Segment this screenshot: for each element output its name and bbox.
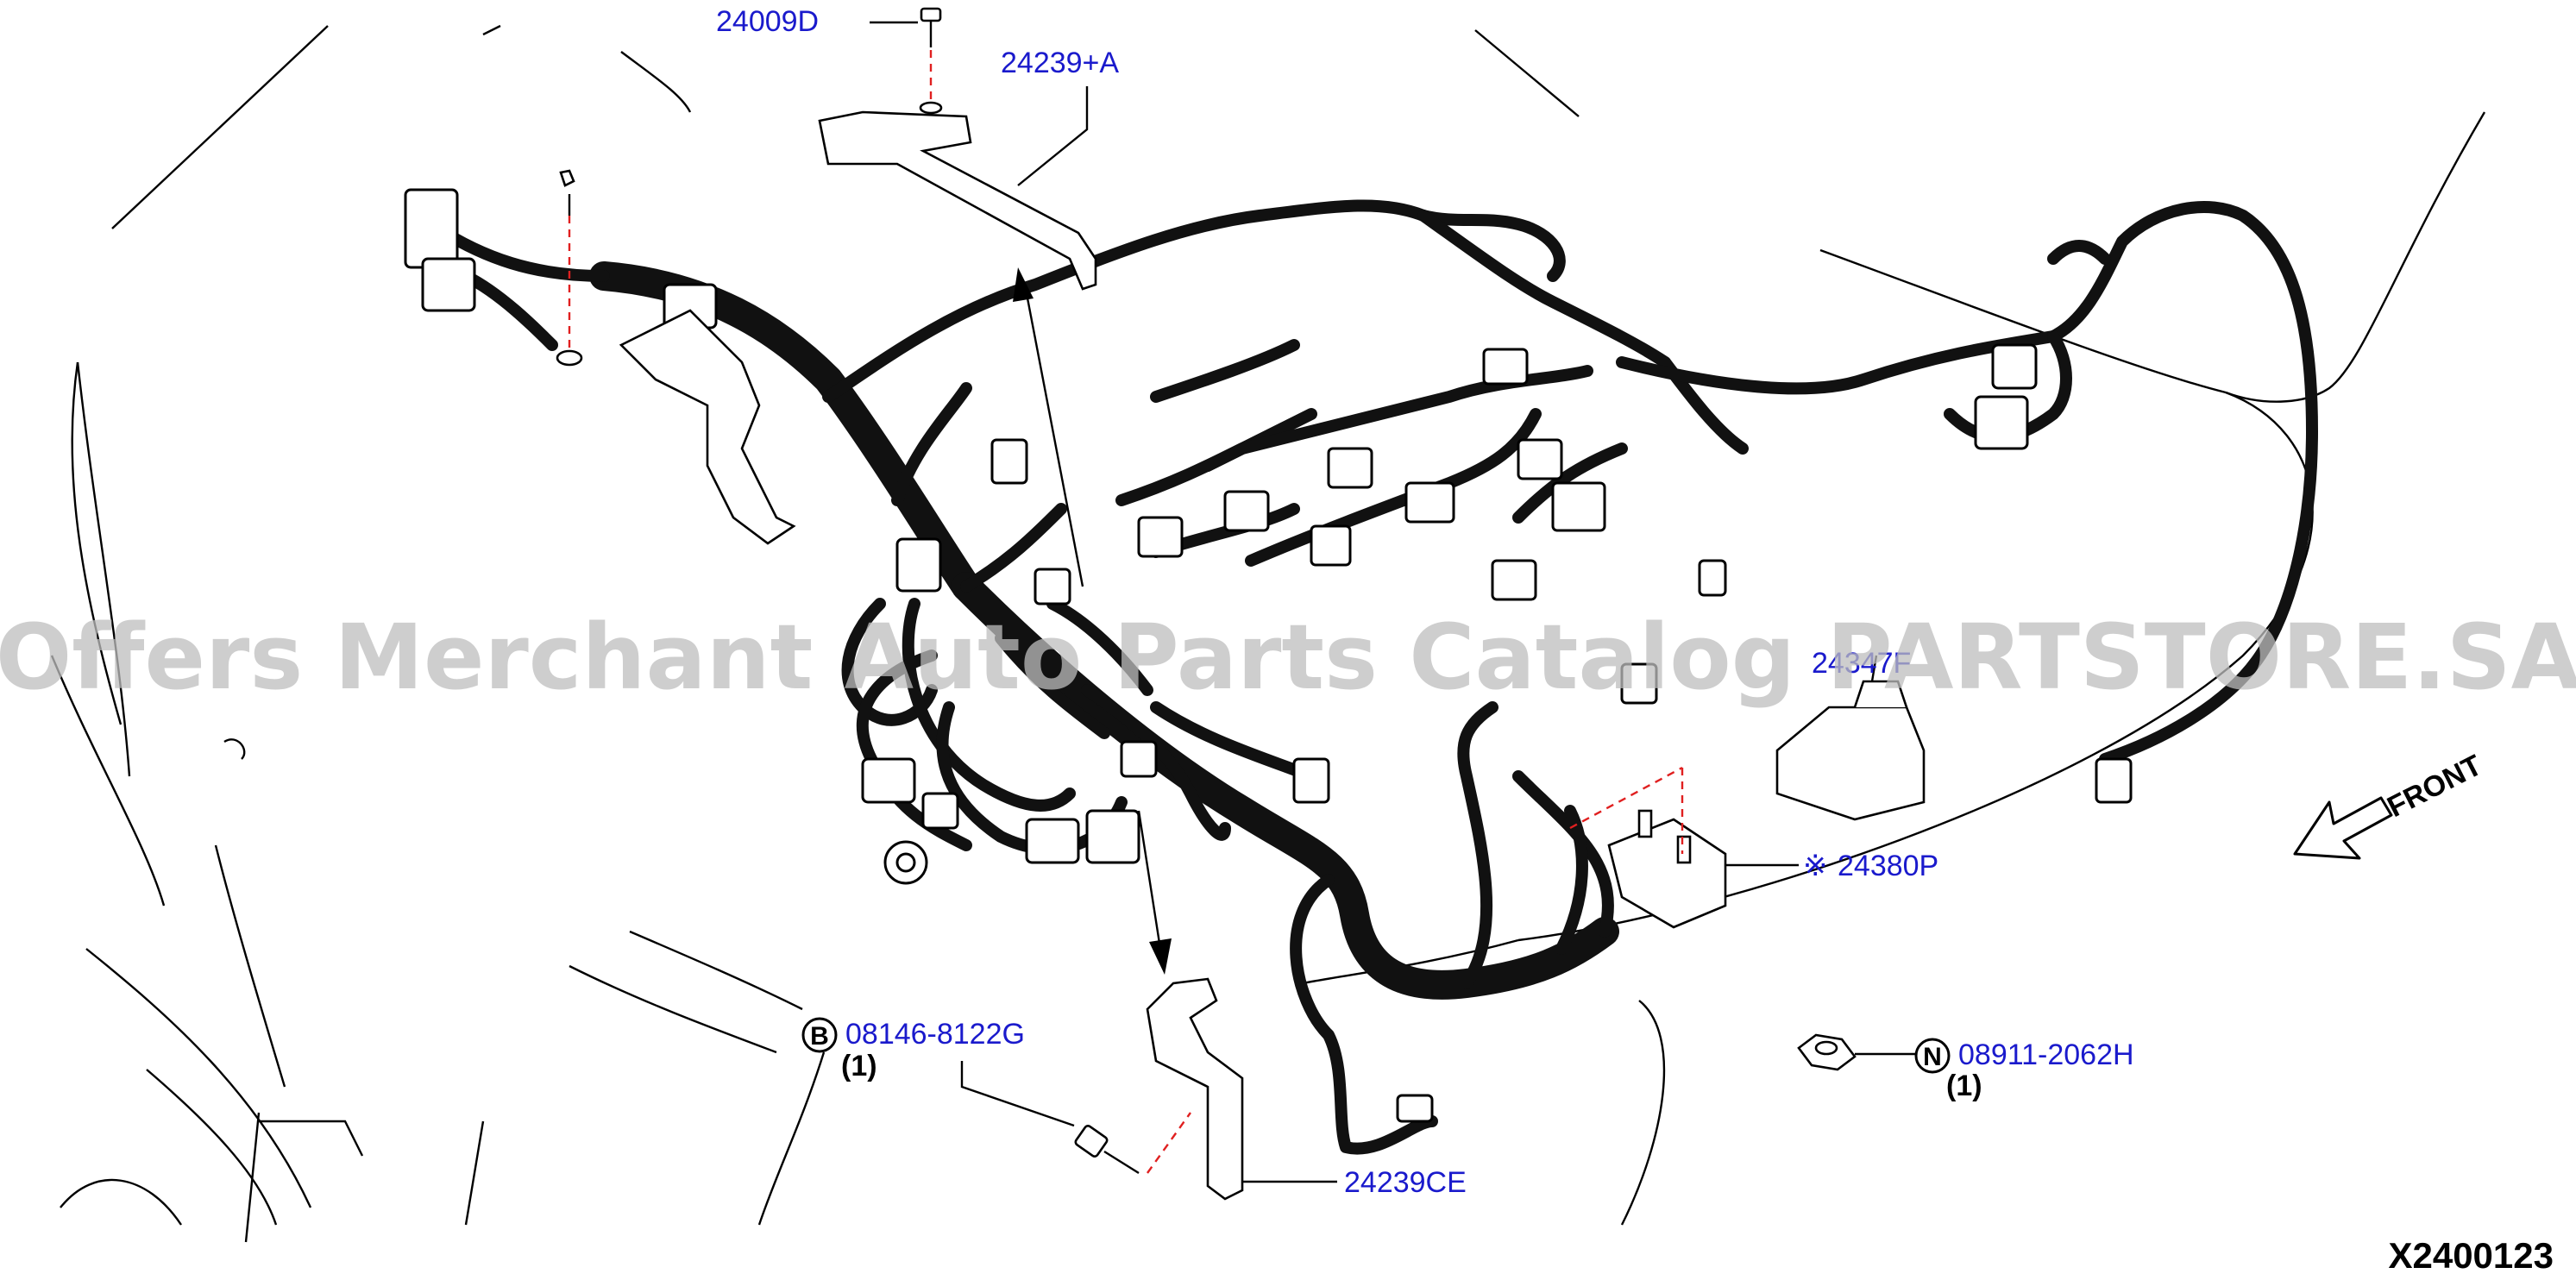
marker-n-circle	[1914, 1038, 1951, 1074]
front-arrow-icon	[2293, 796, 2393, 860]
part-labels: 24009D 24239+A 08146-8122G (1) 24239CE ※…	[716, 5, 2134, 1199]
bracket-24239a	[818, 86, 1097, 291]
diagram-code: X2400123	[2388, 1235, 2554, 1276]
marker-b: B	[801, 1017, 838, 1053]
holder-prefix-mark: ※	[1803, 850, 1828, 882]
qty-08146: (1)	[841, 1050, 877, 1082]
nut-08911	[1797, 1033, 1915, 1071]
watermark-text: Offers Merchant Auto Parts Catalog PARTS…	[0, 605, 2576, 710]
label-24380p: 24380P	[1838, 850, 1938, 882]
marker-n: N	[1914, 1038, 1951, 1074]
marker-b-circle	[801, 1017, 838, 1053]
marker-n-letter: N	[1923, 1043, 1942, 1071]
marker-b-letter: B	[810, 1022, 829, 1051]
qty-08911: (1)	[1946, 1070, 1982, 1102]
harness-connectors	[404, 188, 2133, 1123]
bolt-24009d	[870, 7, 942, 104]
bracket-arrows	[1013, 267, 1172, 975]
label-08911: 08911-2062H	[1958, 1038, 2134, 1071]
label-24009d: 24009D	[716, 5, 819, 38]
label-24347f: 24347F	[1812, 647, 1911, 680]
fuse-box-24347f	[1775, 655, 1926, 821]
front-label: FRONT	[2382, 749, 2487, 824]
upper-left-bracket	[556, 169, 796, 545]
label-24239ce: 24239CE	[1344, 1166, 1467, 1199]
holder-24380p	[1569, 766, 1799, 929]
bolt-08146	[960, 1061, 1140, 1175]
label-24239a: 24239+A	[1001, 47, 1119, 79]
label-08146: 08146-8122G	[845, 1018, 1025, 1051]
front-indicator: FRONT	[2293, 749, 2487, 860]
bracket-24239ce	[1146, 977, 1337, 1201]
